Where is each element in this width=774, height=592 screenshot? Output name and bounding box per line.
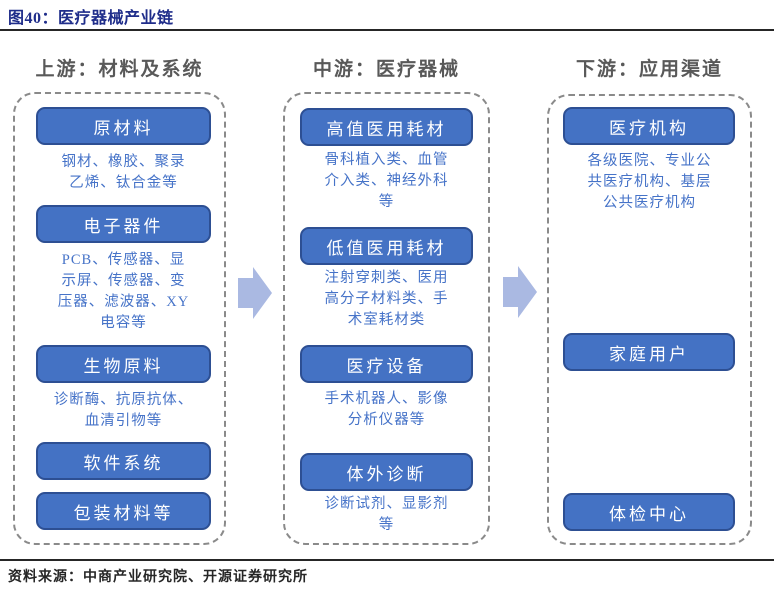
node-electronic-components: 电子器件 [36,205,211,243]
flow-arrow-midstream-to-downstream [503,266,537,318]
node-ivd-desc: 诊断试剂、显影剂 等 [324,496,449,533]
node-software-systems-label: 软件系统 [83,453,164,473]
node-low-value-consumables-label: 低值医用耗材 [326,238,447,258]
node-high-value-consumables: 高值医用耗材 [300,108,473,146]
column-header-upstream: 上游：材料及系统 [35,59,204,80]
node-checkup-centers-label: 体检中心 [609,504,689,524]
node-high-value-consumables-label: 高值医用耗材 [326,119,447,139]
node-medical-equipment-label: 医疗设备 [346,356,427,376]
node-raw-materials-label: 原材料 [93,118,154,138]
node-ivd-label: 体外诊断 [346,464,427,484]
node-low-value-consumables: 低值医用耗材 [300,227,473,265]
node-packaging-materials-label: 包装材料等 [73,503,174,523]
node-packaging-materials: 包装材料等 [36,492,211,530]
node-home-users: 家庭用户 [563,333,735,371]
node-home-users-label: 家庭用户 [609,344,689,364]
source-text: 资料来源：中商产业研究院、开源证券研究所 [8,570,308,585]
column-header-midstream: 中游：医疗器械 [312,59,460,80]
flow-arrow-upstream-to-midstream [238,267,272,319]
node-medical-equipment-desc: 手术机器人、影像 分析仪器等 [324,391,449,428]
node-raw-materials-desc: 钢材、橡胶、聚录 乙烯、钛合金等 [61,154,186,191]
upstream-panel [13,92,226,545]
node-electronic-components-desc: PCB、传感器、显 示屏、传感器、变 压器、滤波器、XY 电容等 [57,252,190,331]
node-medical-equipment: 医疗设备 [300,345,473,383]
figure-title: 图40：医疗器械产业链 [8,10,174,27]
node-low-value-consumables-desc: 注射穿刺类、医用 高分子材料类、手 术室耗材类 [324,270,449,328]
node-checkup-centers: 体检中心 [563,493,735,531]
source-divider [0,559,774,561]
node-biological-materials-desc: 诊断酶、抗原抗体、 血清引物等 [53,392,194,429]
title-divider [0,29,774,31]
node-raw-materials: 原材料 [36,107,211,145]
node-medical-institutions: 医疗机构 [563,107,735,145]
column-header-downstream: 下游：应用渠道 [575,59,723,80]
node-high-value-consumables-desc: 骨科植入类、血管 介入类、神经外科 等 [324,152,449,210]
midstream-panel [283,92,490,545]
node-biological-materials-label: 生物原料 [83,356,164,376]
node-biological-materials: 生物原料 [36,345,211,383]
node-electronic-components-label: 电子器件 [83,216,164,236]
node-medical-institutions-label: 医疗机构 [609,118,689,138]
node-medical-institutions-desc: 各级医院、专业公 共医疗机构、基层 公共医疗机构 [587,153,712,211]
node-software-systems: 软件系统 [36,442,211,480]
downstream-panel [547,94,752,545]
node-ivd: 体外诊断 [300,453,473,491]
